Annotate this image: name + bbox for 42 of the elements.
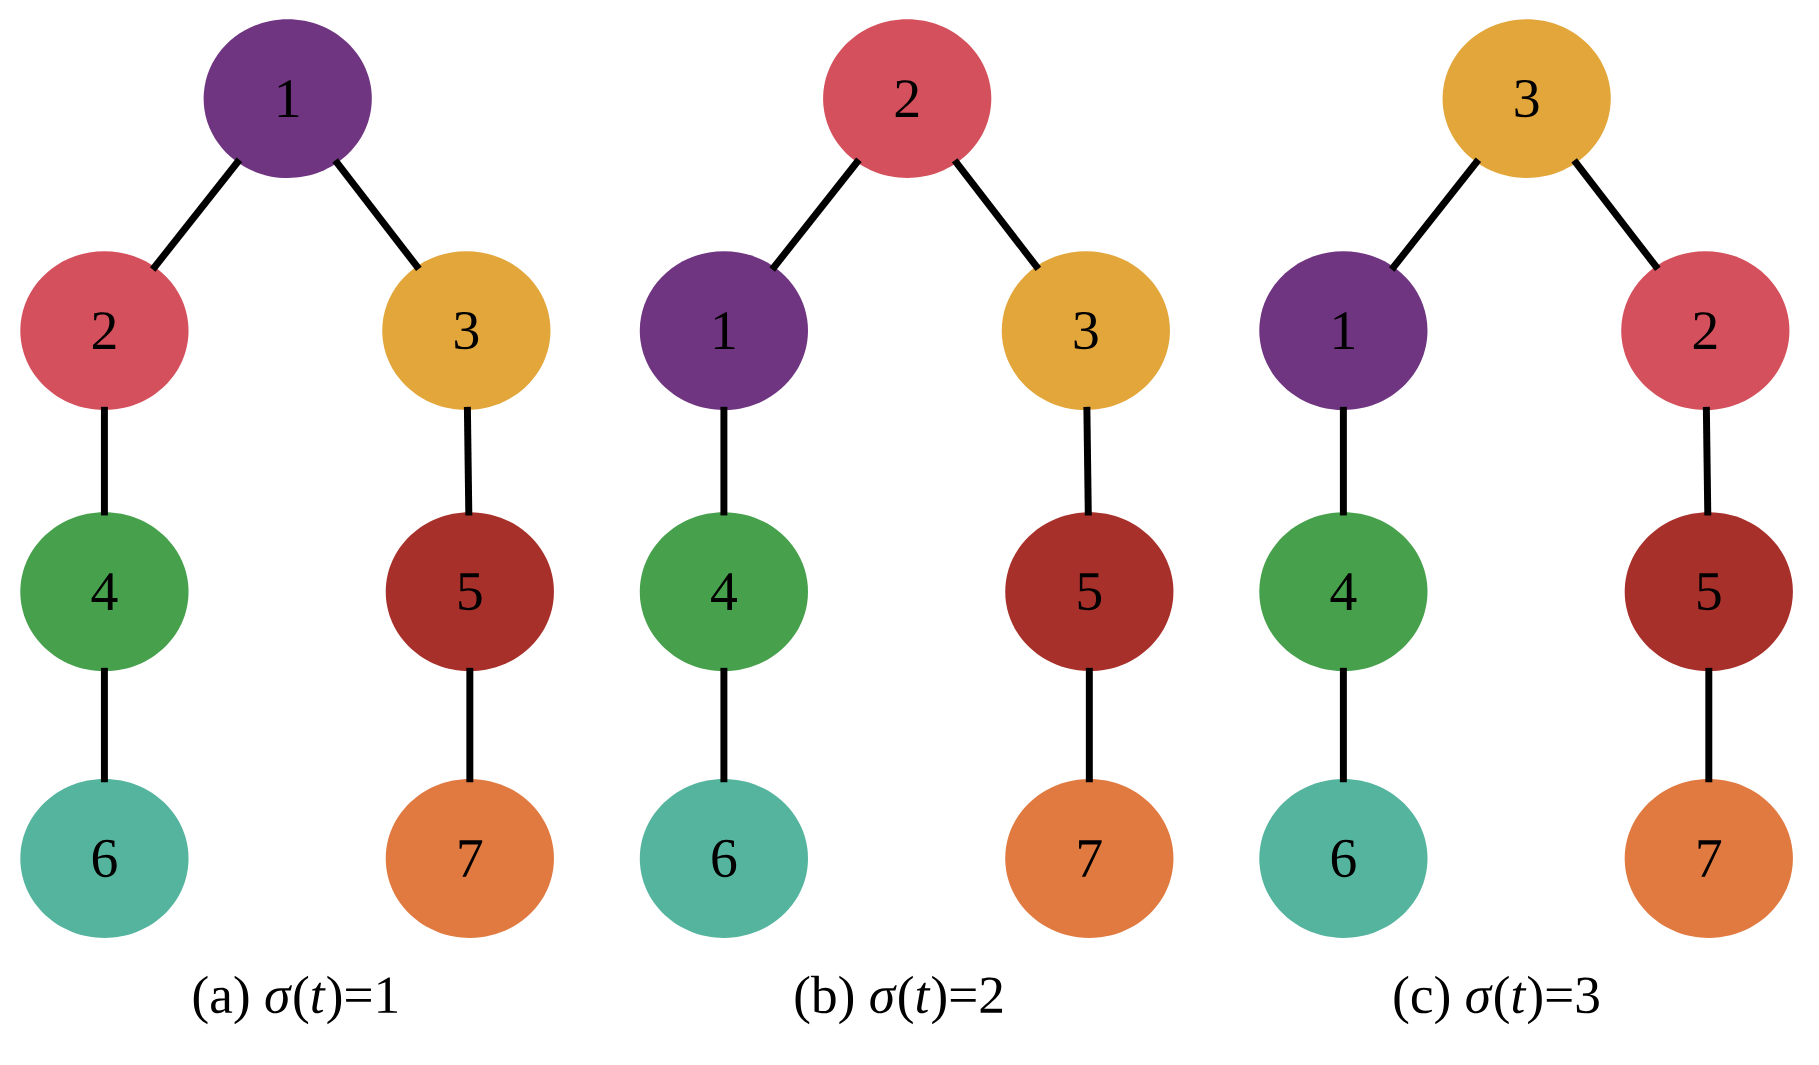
caption: (c) σ(t)=3 [1394, 975, 1599, 1025]
tree-node: 7 [1005, 779, 1174, 938]
tree-node: 4 [639, 512, 808, 672]
tree-node: 6 [20, 779, 189, 938]
tree-node: 3 [1442, 19, 1611, 179]
tree-edge [720, 406, 728, 516]
tree-edge [463, 406, 473, 516]
tree-edge [1702, 406, 1712, 516]
tree-edge [1085, 667, 1093, 783]
caption: (b) σ(t)=2 [795, 975, 1003, 1025]
tree-node: 5 [1005, 512, 1174, 672]
tree-edge [1571, 158, 1661, 272]
tree-node: 4 [20, 512, 189, 672]
tree-node: 5 [385, 512, 554, 672]
tree-edge [332, 158, 422, 272]
tree-edge [1339, 406, 1347, 516]
tree-edge [1083, 406, 1092, 516]
tree-edge [466, 667, 474, 783]
tree-node: 3 [1001, 251, 1170, 411]
tree-edge [720, 667, 728, 783]
tree-node: 1 [639, 251, 808, 411]
tree-node: 6 [639, 779, 808, 938]
tree-edge [1339, 667, 1347, 783]
caption: (a) σ(t)=1 [193, 975, 397, 1025]
tree-node: 5 [1624, 512, 1793, 672]
tree-node: 1 [1259, 251, 1428, 411]
tree-node: 1 [203, 19, 372, 179]
tree-edge [100, 667, 108, 783]
tree-node: 3 [382, 251, 551, 411]
tree-edge [1705, 667, 1713, 783]
tree-edge [100, 406, 108, 516]
tree-node: 2 [20, 251, 189, 411]
tree-edge [150, 157, 243, 272]
tree-edge [951, 158, 1042, 272]
tree-node: 2 [1621, 251, 1790, 411]
tree-edge [769, 157, 862, 272]
tree-node: 4 [1259, 512, 1428, 672]
tree-node: 2 [823, 19, 992, 179]
tree-edge [1388, 157, 1482, 272]
tree-node: 7 [385, 779, 554, 938]
tree-node: 6 [1259, 779, 1428, 938]
tree-node: 7 [1624, 779, 1793, 938]
